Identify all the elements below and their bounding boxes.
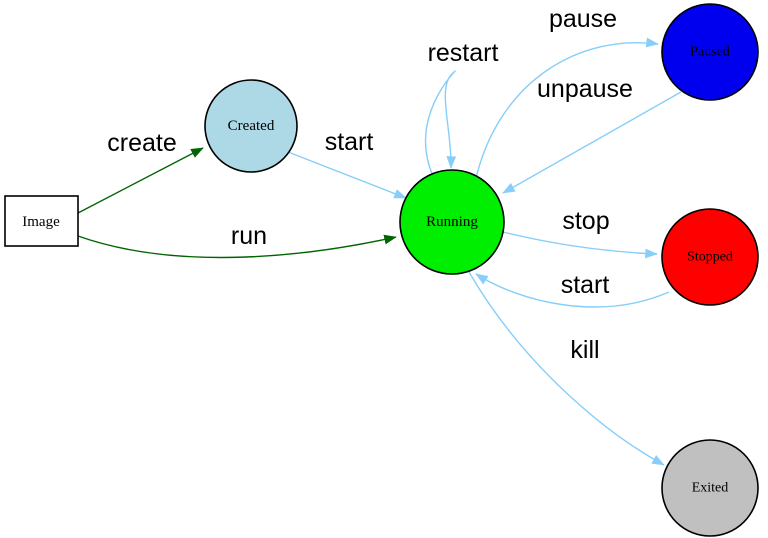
edge-label-run: run [231, 222, 267, 250]
node-running-shape[interactable] [399, 169, 505, 275]
edge-label-restart: restart [428, 39, 499, 67]
edge-run-path [77, 234, 397, 259]
edge-label-unpause: unpause [537, 75, 633, 103]
edge-start-stopped-running: start [475, 271, 670, 308]
edge-kill-running-exited: kill [468, 271, 665, 466]
node-created[interactable]: Created [204, 79, 298, 173]
node-stopped-shape[interactable] [661, 208, 759, 306]
edge-create: create [77, 129, 204, 214]
edge-label-kill: kill [570, 336, 599, 364]
node-running[interactable]: Running [399, 169, 505, 275]
edge-create-path [77, 147, 204, 214]
edge-start1-path [287, 151, 407, 199]
edge-unpause-paused-running: unpause [502, 75, 682, 194]
edge-label-pause: pause [549, 5, 617, 33]
node-image[interactable]: Image [4, 195, 79, 247]
edge-start2-path [475, 273, 670, 308]
edge-restart-path [424, 70, 457, 177]
edge-start-created-running: start [287, 128, 407, 199]
edge-stop-running-stopped: stop [502, 207, 658, 259]
edge-label-start-stopped: start [561, 271, 610, 299]
edge-label-create: create [107, 129, 176, 157]
edge-unpause-path [502, 91, 682, 194]
node-image-shape[interactable] [4, 195, 79, 247]
node-exited-shape[interactable] [661, 439, 759, 537]
node-paused[interactable]: Paused [661, 3, 759, 101]
node-exited[interactable]: Exited [661, 439, 759, 537]
edge-label-stop: stop [562, 207, 609, 235]
edge-run: run [77, 222, 397, 259]
edge-pause-running-paused: pause [475, 5, 659, 179]
node-stopped[interactable]: Stopped [661, 208, 759, 306]
edge-kill-path [468, 271, 665, 466]
edge-stop-path [502, 231, 658, 259]
edge-pause-path [475, 37, 659, 179]
edge-label-start-created: start [325, 128, 374, 156]
node-paused-shape[interactable] [661, 3, 759, 101]
edge-restart-self-loop: restart [424, 39, 499, 177]
node-created-shape[interactable] [204, 79, 298, 173]
